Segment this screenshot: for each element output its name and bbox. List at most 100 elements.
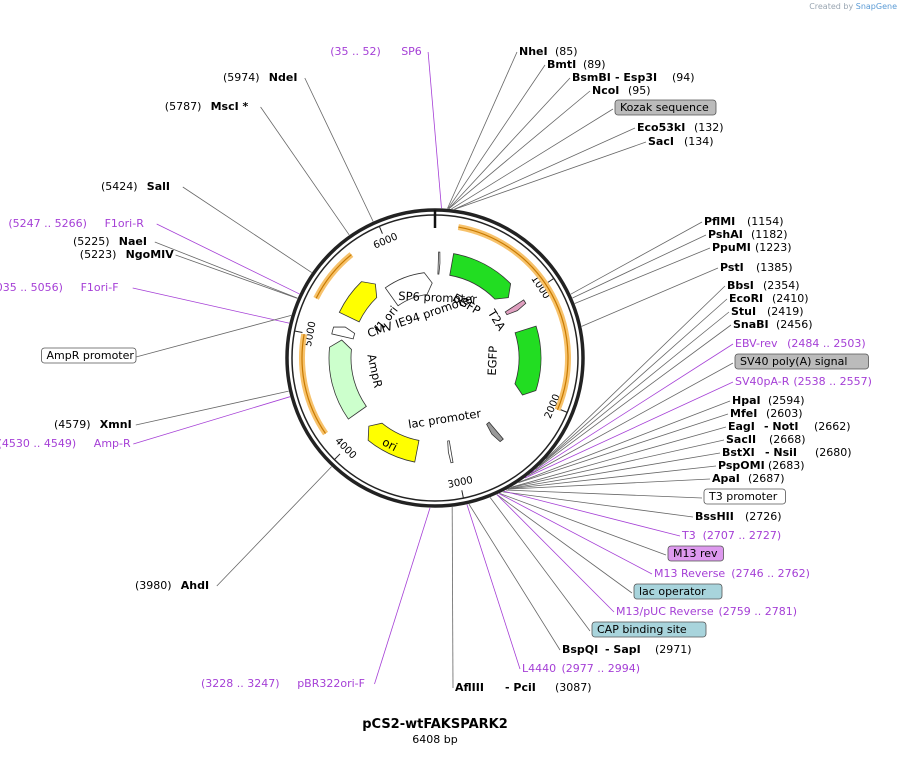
site-label-part: SP6 [401,45,422,58]
site-label-part: SV40pA-R [735,375,790,388]
site-label-part: SnaBI [733,318,769,331]
site-label-part: (2683) [768,459,805,472]
site-label-part: PspOMI [718,459,765,472]
feature-label: AmpR [364,353,385,390]
site-label-part: - SapI [605,643,641,656]
site-label-part: BsmBI [572,71,611,84]
feature-EGFP-2 [514,325,542,396]
site-label-pbr322: (3228 .. 3247)pBR322ori-F [201,677,365,690]
site-label-part: (5225) [73,235,110,248]
site-label-part: (2977 .. 2994) [562,662,641,675]
site-label-part: (5247 .. 5266) [8,217,87,230]
site-label-pflmi: PflMI (1154) [704,215,784,228]
leader-line [216,466,332,587]
feature-box [41,347,137,364]
feature-box-label: CAP binding site [597,623,687,636]
site-label-part: (1385) [756,261,793,274]
plasmid-name: pCS2-wtFAKSPARK2 [362,717,508,732]
site-label-part: (2746 .. 2762) [731,567,810,580]
feature-label: ori [380,435,400,454]
feature-box [703,488,786,505]
leader-line [451,507,454,689]
site-label-psti: PstI (1385) [720,261,793,274]
tick-mark [294,330,303,333]
site-label-t3prom: T3 promoter [703,488,786,505]
site-label-part: (4579) [54,418,91,431]
site-label-part: (89) [583,58,606,71]
site-label-bbsi: BbsI (2354) [727,279,800,292]
feature-ori [367,422,420,463]
site-label-part: BstXI [722,446,755,459]
tick-mark [334,453,341,460]
site-label-part: EagI [728,420,755,433]
feature-box-label: Kozak sequence [620,101,709,114]
site-label-bmti: BmtI(89) [547,58,606,71]
site-label-ppumi: PpuMI(1223) [712,241,792,254]
site-label-apai: ApaI(2687) [712,472,785,485]
feature-label: EGFP [485,345,500,375]
site-label-part: - Esp3I [615,71,657,84]
site-label-part: PflMI [704,215,735,228]
site-label-eagi: EagI- NotI(2662) [728,420,851,433]
site-label-snabi: SnaBI(2456) [733,318,813,331]
site-label-part: (2594) [768,394,805,407]
site-label-part: NgoMIV [126,248,175,261]
site-label-part: (1182) [751,228,788,241]
site-label-part: BbsI [727,279,754,292]
feature-AmpR [328,339,367,420]
site-label-eco53ki: Eco53kI(132) [637,121,724,134]
leader-line [175,254,298,299]
site-label-part: AhdI [181,579,209,592]
leader-line [154,241,298,299]
site-label-saci: SacI(134) [648,135,714,148]
site-label-part: NaeI [119,235,147,248]
site-label-part: Eco53kI [637,121,685,134]
site-label-part: EcoRI [729,292,763,305]
site-label-part: (2484 .. 2503) [787,337,866,350]
leader-line [304,77,374,222]
feature-box-label: AmpR promoter [47,349,135,362]
site-label-stui: StuI(2419) [731,305,804,318]
credit-prefix: Created by [809,2,854,11]
leader-line [574,247,711,304]
site-label-part: (5223) [80,248,117,261]
site-label-part: (5787) [165,100,202,113]
site-label-part: (1154) [747,215,784,228]
leader-line [498,493,653,575]
leader-line [468,503,561,651]
site-label-part: BssHII [695,510,734,523]
site-label-part: NdeI [269,71,298,84]
feature-SP6-promoter [437,251,441,275]
site-label-part: (2354) [763,279,800,292]
leader-line [530,343,734,474]
site-label-part: PstI [720,261,744,274]
tick-mark [546,277,555,284]
site-label-f1orif: (5035 .. 5056)F1ori-F [0,281,119,294]
site-label-part: (5035 .. 5056) [0,281,63,294]
leader-line [540,298,728,466]
leader-line [448,77,571,209]
leader-line [132,287,290,324]
leader-line [135,390,289,426]
leader-line [454,141,647,210]
site-label-msci: (5787)MscI * [165,100,249,113]
label-leader-lines [132,51,734,689]
plasmid-length: 6408 bp [412,733,457,746]
site-label-sacii: SacII(2668) [726,433,806,446]
site-label-t3: T3(2707 .. 2727) [681,529,781,542]
site-label-l4440: L4440(2977 .. 2994) [522,662,640,675]
site-label-part: F1ori-R [105,217,145,230]
site-label-cap: CAP binding site [591,621,707,638]
site-label-part: - NotI [764,420,799,433]
site-label-m13reverse: M13 Reverse(2746 .. 2762) [654,567,810,580]
feature-box [667,545,724,562]
leader-line [572,234,707,299]
feature-box-label: SV40 poly(A) signal [740,355,847,368]
site-label-m13puc: M13/pUC Reverse(2759 .. 2781) [616,605,797,618]
feature-box-label: T3 promoter [708,490,778,503]
site-label-ngomiv: (5223) NgoMIV [80,248,174,261]
tick-mark [378,226,383,234]
feature-box [591,621,707,638]
site-label-part: M13/pUC Reverse [616,605,714,618]
